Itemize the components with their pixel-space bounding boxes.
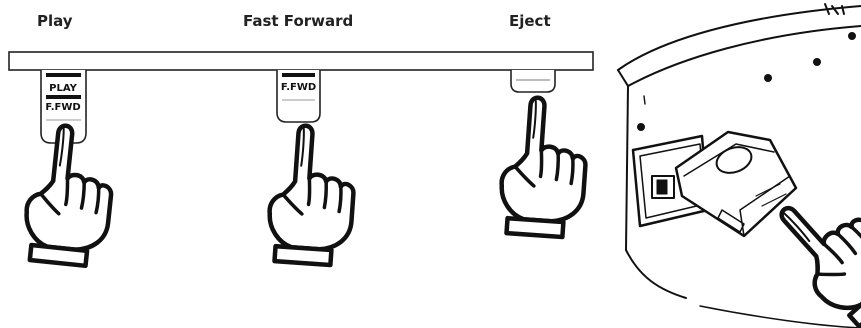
pointing-hand-icon — [498, 96, 590, 239]
play-label: Play — [37, 12, 73, 30]
eject-button[interactable] — [510, 70, 556, 93]
key-slip-bar — [8, 51, 594, 71]
fast-forward-button[interactable]: F.FWD — [276, 70, 321, 123]
usb-device-illustration — [617, 3, 861, 328]
pointing-hand-icon — [21, 123, 117, 268]
play-button-text: PLAY — [49, 83, 77, 94]
ff-button-text: F.FWD — [281, 82, 316, 93]
play-ffwd-button[interactable]: PLAY F.FWD — [40, 70, 87, 144]
pointing-hand-icon — [266, 124, 358, 267]
eject-label: Eject — [509, 12, 551, 30]
ffwd-button-text: F.FWD — [45, 102, 80, 113]
fast-forward-label: Fast Forward — [243, 12, 354, 30]
